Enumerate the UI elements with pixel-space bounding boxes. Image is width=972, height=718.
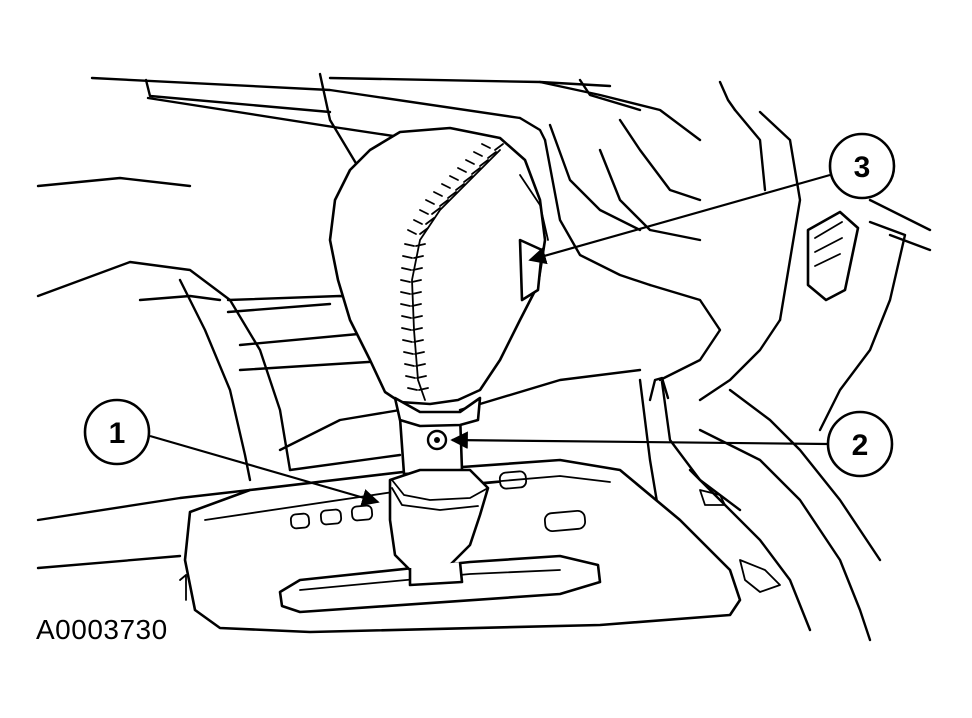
knob-stitching — [400, 143, 504, 391]
callout-3: 3 — [528, 132, 896, 265]
callout-1-number: 1 — [109, 417, 126, 450]
shift-knob — [328, 126, 549, 451]
callout-2: 2 — [450, 410, 894, 478]
shift-lever — [388, 412, 490, 587]
callout-1: 1 — [83, 398, 380, 507]
background-interior-lines — [36, 72, 932, 642]
figure-id-label: A0003730 — [36, 614, 168, 645]
callout-3-number: 3 — [854, 151, 871, 184]
callout-2-number: 2 — [852, 429, 869, 462]
